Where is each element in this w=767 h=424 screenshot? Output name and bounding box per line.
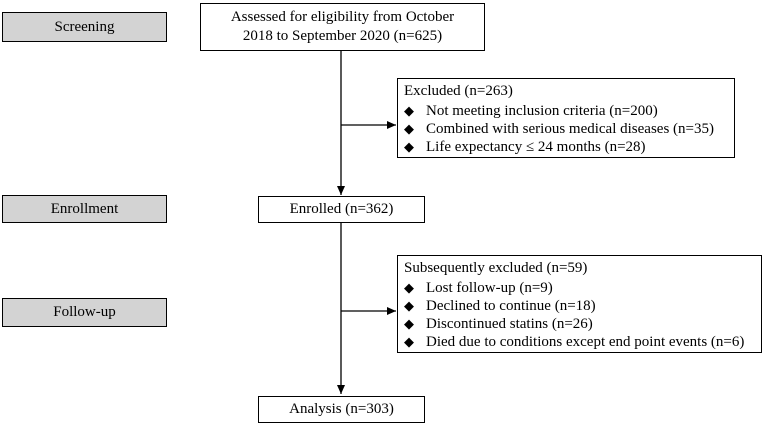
- assessed-line-1: Assessed for eligibility from October: [230, 9, 455, 25]
- subsequent-item-label: Lost follow-up (n=9): [426, 280, 553, 296]
- list-item: ◆ Died due to conditions except end point…: [404, 333, 755, 351]
- stage-label-screening: Screening: [2, 12, 167, 42]
- subsequent-title: Subsequently excluded (n=59): [404, 260, 588, 276]
- diamond-bullet-icon: ◆: [404, 139, 414, 154]
- excluded-item-label: Not meeting inclusion criteria (n=200): [426, 103, 658, 119]
- enrolled-label: Enrolled (n=362): [289, 201, 394, 217]
- enrolled-box: Enrolled (n=362): [258, 196, 425, 223]
- stage-label-followup: Follow-up: [2, 298, 167, 327]
- list-item: ◆ Life expectancy ≤ 24 months (n=28): [404, 138, 728, 156]
- subsequent-item-label: Discontinued statins (n=26): [426, 316, 593, 332]
- diamond-bullet-icon: ◆: [404, 103, 414, 118]
- excluded-item-label: Life expectancy ≤ 24 months (n=28): [426, 139, 646, 155]
- diamond-bullet-icon: ◆: [404, 121, 414, 136]
- excluded-title: Excluded (n=263): [404, 83, 513, 99]
- stage-label-enrollment: Enrollment: [2, 195, 167, 223]
- list-item: ◆ Combined with serious medical diseases …: [404, 120, 728, 138]
- list-item: ◆ Lost follow-up (n=9): [404, 279, 755, 297]
- excluded-list: ◆Not meeting inclusion criteria (n=200) …: [404, 102, 728, 156]
- assessed-box: Assessed for eligibility from October 20…: [200, 3, 485, 51]
- analysis-box: Analysis (n=303): [258, 396, 425, 423]
- analysis-label: Analysis (n=303): [289, 401, 394, 417]
- diamond-bullet-icon: ◆: [404, 280, 414, 295]
- subsequent-item-label: Declined to continue (n=18): [426, 298, 596, 314]
- subsequent-list: ◆ Lost follow-up (n=9) ◆ Declined to conti…: [404, 279, 755, 351]
- list-item: ◆ Not meeting inclusion criteria (n=200): [404, 102, 728, 120]
- diamond-bullet-icon: ◆: [404, 298, 414, 313]
- diamond-bullet-icon: ◆: [404, 334, 414, 349]
- diamond-bullet-icon: ◆: [404, 316, 414, 331]
- excluded-box: Excluded (n=263) ◆ Not meeting inclusion …: [397, 78, 735, 158]
- excluded-item-label: Combined with serious medical diseases (…: [426, 121, 714, 137]
- assessed-line-2: 2018 to September 2020 (n=625): [242, 28, 443, 44]
- list-item: ◆ Discontinued statins (n=26): [404, 315, 755, 333]
- list-item: ◆ Declined to continue (n=18): [404, 297, 755, 315]
- subsequently-excluded-box: Subsequently excluded (n=59) ◆ Lost follo…: [397, 255, 762, 353]
- subsequent-item-label: Died due to conditions except end point …: [426, 334, 745, 350]
